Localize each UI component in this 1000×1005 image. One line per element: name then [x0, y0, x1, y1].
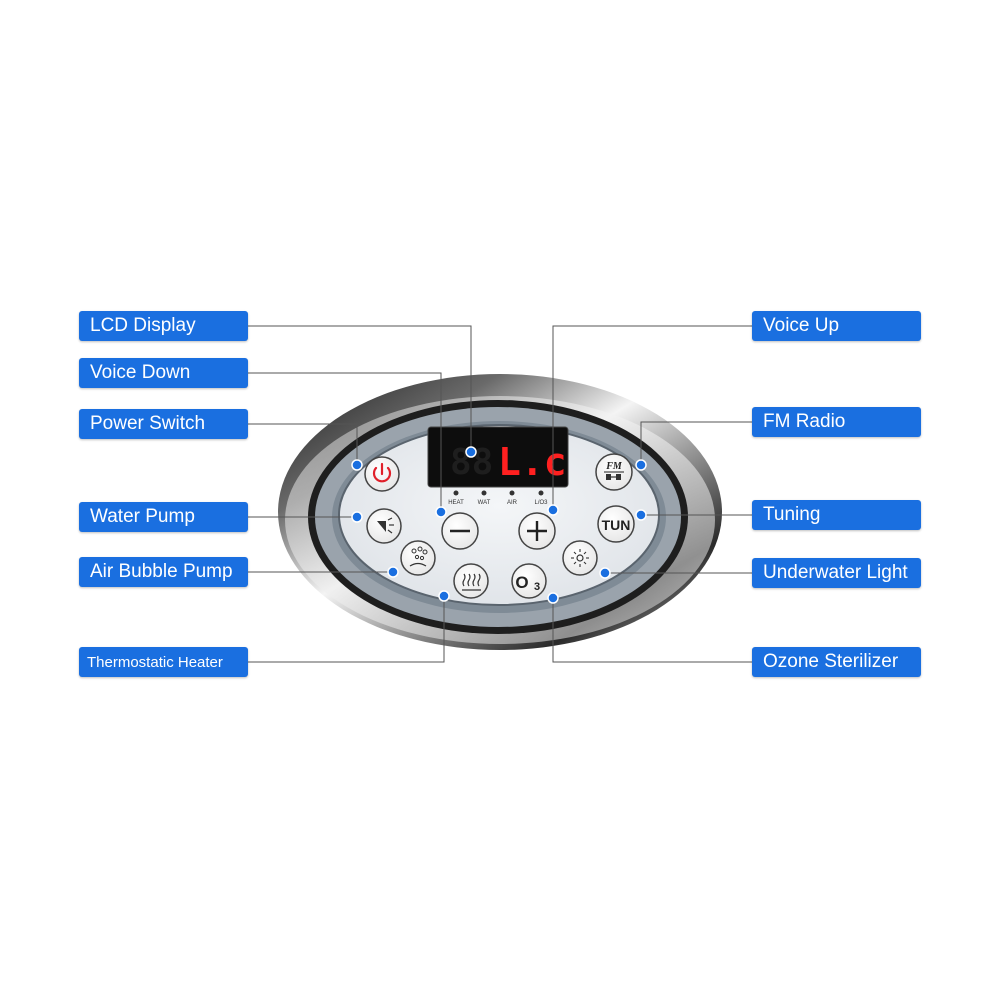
radio-waves-icon	[606, 474, 621, 480]
lcd-reading: L.c	[498, 440, 567, 484]
shower-icon	[377, 517, 394, 534]
bubbles-icon	[409, 546, 428, 567]
tun-label: TUN	[602, 517, 631, 533]
indicator-air: AIR	[507, 500, 518, 506]
label-lcd-display: LCD Display	[79, 311, 248, 341]
plus-icon	[527, 521, 547, 541]
label-voice-down: Voice Down	[79, 358, 248, 388]
label-thermostatic-heater: Thermostatic Heater	[79, 647, 248, 677]
air-bubble-pump-button[interactable]	[400, 540, 436, 576]
ozone-sterilizer-button[interactable]: O 3	[511, 563, 547, 599]
fm-label: FM	[605, 461, 623, 472]
ozone-subscript: 3	[534, 581, 540, 593]
indicator-heat: HEAT	[448, 500, 464, 506]
tuning-button[interactable]: TUN	[597, 505, 635, 543]
label-fm-radio: FM Radio	[752, 407, 921, 437]
underwater-light-button[interactable]	[562, 540, 598, 576]
label-ozone-sterilizer: Ozone Sterilizer	[752, 647, 921, 677]
label-tuning: Tuning	[752, 500, 921, 530]
power-button[interactable]	[364, 456, 400, 492]
indicator-lo3: L/O3	[534, 500, 548, 506]
label-voice-up: Voice Up	[752, 311, 921, 341]
light-icon	[571, 549, 589, 567]
lcd-display: 88 L.c	[427, 426, 569, 488]
label-underwater-light: Underwater Light	[752, 558, 921, 588]
power-icon	[372, 462, 392, 483]
leader-endpoints	[351, 446, 647, 604]
indicator-wat: WAT	[478, 500, 491, 506]
voice-down-button[interactable]	[441, 512, 479, 550]
thermostatic-heater-button[interactable]	[453, 563, 489, 599]
water-pump-button[interactable]	[366, 508, 402, 544]
voice-up-button[interactable]	[518, 512, 556, 550]
heat-waves-icon	[462, 573, 481, 591]
label-power-switch: Power Switch	[79, 409, 248, 439]
label-water-pump: Water Pump	[79, 502, 248, 532]
label-air-bubble-pump: Air Bubble Pump	[79, 557, 248, 587]
indicator-row: HEAT WAT AIR L/O3	[448, 490, 548, 506]
ozone-label: O	[515, 573, 528, 592]
leader-lines	[248, 325, 752, 663]
fm-radio-button[interactable]: FM	[595, 453, 633, 491]
